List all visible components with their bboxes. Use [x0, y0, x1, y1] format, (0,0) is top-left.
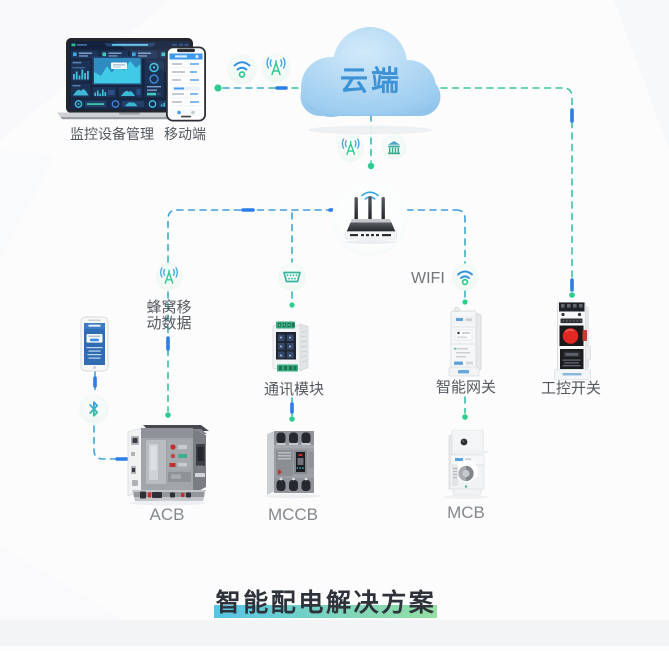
- svg-text:ACB: ACB: [150, 505, 185, 524]
- svg-text:智能配电解决方案: 智能配电解决方案: [216, 588, 437, 617]
- svg-text:MCCB: MCCB: [268, 505, 318, 524]
- svg-text:WIFI: WIFI: [411, 270, 445, 287]
- svg-text:云端: 云端: [340, 65, 402, 96]
- svg-text:智能网关: 智能网关: [436, 378, 496, 396]
- svg-text:蜂窝移: 蜂窝移: [146, 298, 191, 316]
- svg-text:移动端: 移动端: [164, 126, 206, 142]
- svg-text:动数据: 动数据: [146, 315, 191, 332]
- svg-text:MCB: MCB: [447, 503, 485, 522]
- svg-text:通讯模块: 通讯模块: [264, 381, 324, 398]
- svg-text:监控设备管理: 监控设备管理: [70, 126, 154, 142]
- svg-text:工控开关: 工控开关: [541, 380, 601, 397]
